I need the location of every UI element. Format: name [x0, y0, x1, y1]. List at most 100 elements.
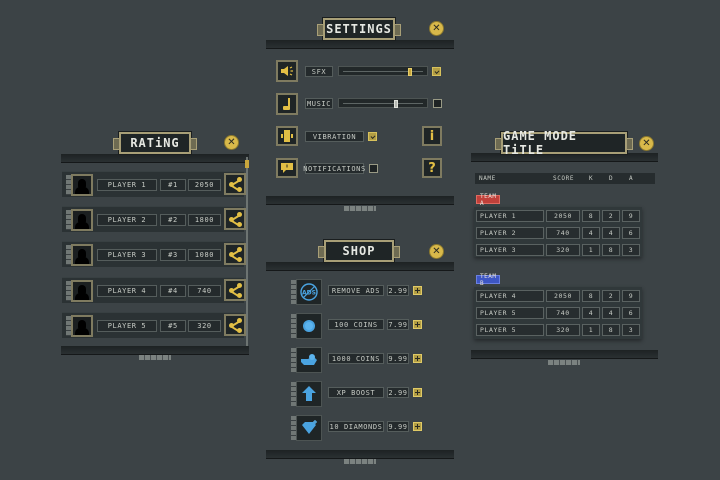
rating-rank: #4 — [160, 285, 186, 297]
help-icon: ? — [428, 160, 436, 176]
avatar-icon — [71, 244, 93, 266]
music-note-icon[interactable] — [276, 93, 298, 115]
player-deaths: 4 — [602, 307, 620, 319]
shop-item-label: REMOVE ADS — [328, 285, 384, 296]
vibration-label: VIBRATION — [305, 131, 364, 142]
player-assists: 6 — [622, 227, 640, 239]
player-kills: 8 — [582, 210, 600, 222]
player-kills: 4 — [582, 307, 600, 319]
share-button[interactable] — [224, 314, 246, 336]
avatar-icon — [71, 280, 93, 302]
rating-title: RATiNG — [113, 132, 197, 154]
buy-button[interactable] — [413, 354, 422, 363]
buy-button[interactable] — [413, 320, 422, 329]
diamond-icon — [296, 415, 322, 441]
rating-row: PLAYER 1 #1 2050 — [62, 171, 246, 197]
player-deaths: 8 — [602, 244, 620, 256]
player-deaths: 2 — [602, 210, 620, 222]
rating-score: 1800 — [188, 214, 221, 226]
music-checkbox[interactable] — [433, 99, 442, 108]
team-b-badge: TEAM B — [476, 273, 501, 287]
sfx-slider-knob[interactable] — [408, 68, 412, 76]
player-deaths: 8 — [602, 324, 620, 336]
shop-item-label: XP BOOST — [328, 387, 384, 398]
rating-scrollbar[interactable] — [245, 157, 249, 349]
game-mode-close-button[interactable]: ✕ — [639, 136, 654, 151]
music-label: MUSIC — [305, 98, 333, 109]
header-kills: K — [589, 175, 594, 182]
vibration-checkbox[interactable] — [368, 132, 377, 141]
sfx-checkbox[interactable] — [432, 67, 441, 76]
player-assists: 3 — [622, 244, 640, 256]
game-mode-top-bar — [471, 153, 658, 162]
shop-item-label: 1000 COINS — [328, 353, 384, 364]
player-assists: 9 — [622, 210, 640, 222]
rating-rank: #5 — [160, 320, 186, 332]
shop-item-price: 9.99 — [387, 353, 409, 364]
music-slider[interactable] — [338, 98, 428, 108]
rating-player-name: PLAYER 1 — [97, 179, 157, 191]
game-mode-title: GAME MODE TiTLE — [495, 129, 633, 157]
shop-item-price: 2.99 — [387, 285, 409, 296]
player-score: 320 — [546, 324, 580, 336]
coin-icon — [296, 313, 322, 339]
player-kills: 4 — [582, 227, 600, 239]
rating-player-name: PLAYER 3 — [97, 249, 157, 261]
buy-button[interactable] — [413, 422, 422, 431]
share-button[interactable] — [224, 243, 246, 265]
buy-button[interactable] — [413, 286, 422, 295]
player-name: PLAYER 1 — [476, 210, 544, 222]
rating-score: 2050 — [188, 179, 221, 191]
buy-button[interactable] — [413, 388, 422, 397]
team-a-badge: TEAM A — [476, 193, 501, 207]
header-score: SCORE — [553, 175, 575, 182]
shop-item-label: 10 DIAMONDS — [328, 421, 384, 432]
player-score: 2050 — [546, 290, 580, 302]
player-kills: 1 — [582, 324, 600, 336]
vibration-icon[interactable] — [276, 126, 298, 146]
game-mode-footer-tab — [548, 360, 580, 365]
header-deaths: D — [609, 175, 614, 182]
rating-scrollbar-thumb[interactable] — [245, 160, 249, 168]
shop-footer-tab — [344, 459, 376, 464]
svg-text:ADS: ADS — [302, 290, 316, 297]
rating-bottom-bar — [61, 346, 249, 355]
avatar-icon — [71, 174, 93, 196]
info-button[interactable]: i — [422, 126, 442, 146]
shop-close-button[interactable]: ✕ — [429, 244, 444, 259]
notifications-checkbox[interactable] — [369, 164, 378, 173]
settings-top-bar — [266, 40, 454, 49]
rating-rank: #3 — [160, 249, 186, 261]
notification-icon[interactable] — [276, 158, 298, 178]
player-score: 740 — [546, 307, 580, 319]
player-deaths: 2 — [602, 290, 620, 302]
share-button[interactable] — [224, 208, 246, 230]
player-kills: 8 — [582, 290, 600, 302]
speaker-icon[interactable] — [276, 60, 298, 82]
shop-item-price: 2.99 — [387, 387, 409, 398]
no-ads-icon: ADS — [296, 279, 322, 305]
settings-bottom-bar — [266, 196, 454, 205]
rating-score: 740 — [188, 285, 221, 297]
rating-top-bar — [61, 154, 249, 163]
help-button[interactable]: ? — [422, 158, 442, 178]
player-kills: 1 — [582, 244, 600, 256]
share-button[interactable] — [224, 173, 246, 195]
header-name: NAME — [479, 175, 496, 182]
sfx-label: SFX — [305, 66, 333, 77]
share-button[interactable] — [224, 279, 246, 301]
player-name: PLAYER 2 — [476, 227, 544, 239]
sfx-slider[interactable] — [338, 66, 428, 76]
avatar-icon — [71, 209, 93, 231]
shop-bottom-bar — [266, 450, 454, 459]
player-name: PLAYER 5 — [476, 307, 544, 319]
settings-close-button[interactable]: ✕ — [429, 21, 444, 36]
game-mode-bottom-bar — [471, 350, 658, 359]
player-assists: 6 — [622, 307, 640, 319]
music-slider-knob[interactable] — [394, 100, 398, 108]
avatar-icon — [71, 315, 93, 337]
shop-title: SHOP — [318, 240, 400, 262]
header-assists: A — [629, 175, 634, 182]
rating-close-button[interactable]: ✕ — [224, 135, 239, 150]
info-icon: i — [429, 128, 435, 144]
